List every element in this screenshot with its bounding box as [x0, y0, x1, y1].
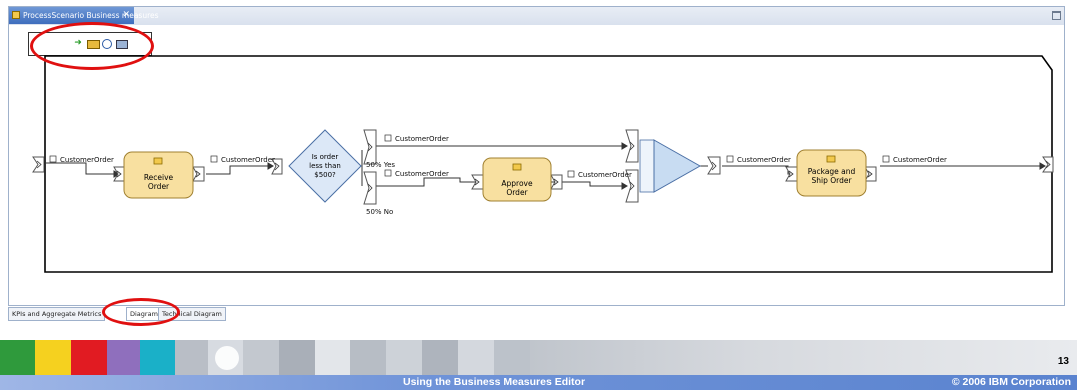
port-chevrons	[36, 141, 1051, 193]
editor-tab[interactable]: ProcessScenario Business measures ✕	[9, 7, 159, 24]
task-label: Order	[148, 182, 170, 191]
palette-highlight-ellipse	[30, 22, 154, 70]
decision-label: $500?	[314, 171, 336, 179]
task-package-and-ship-order: Package and Ship Order	[796, 149, 867, 197]
task-label: Order	[506, 188, 528, 197]
branch-no-label: 50% No	[366, 208, 393, 216]
decision-label: Is order	[312, 153, 339, 161]
page-number: 13	[1057, 356, 1069, 367]
branch-yes-label: 50% Yes	[366, 161, 395, 169]
close-icon[interactable]: ✕	[122, 10, 130, 20]
process-file-icon	[12, 11, 20, 19]
decision-order-less-than-500: Is order less than $500?	[288, 129, 362, 203]
merge-node	[639, 139, 702, 193]
data-object-label: CustomerOrder	[60, 156, 114, 164]
footer-copyright: © 2006 IBM Corporation	[951, 376, 1071, 388]
task-label: Approve	[501, 179, 533, 188]
task-label: Package and	[808, 167, 856, 176]
task-label: Receive	[144, 173, 174, 182]
diagram-tab-highlight-ellipse	[102, 298, 180, 326]
footer-title: Using the Business Measures Editor	[403, 376, 586, 388]
data-object-label: CustomerOrder	[578, 171, 632, 179]
data-object-label: CustomerOrder	[737, 156, 791, 164]
task-receive-order: Receive Order	[123, 151, 194, 199]
task-label: Ship Order	[811, 176, 852, 185]
process-diagram: Receive Order Approve Order Package and …	[32, 55, 1054, 273]
business-measures-editor: ProcessScenario Business measures ✕ ➜	[8, 6, 1065, 321]
task-approve-order: Approve Order	[482, 157, 552, 202]
editor-tab-title: ProcessScenario Business measures	[23, 11, 159, 20]
footer-strip	[0, 375, 1077, 390]
data-object-label: CustomerOrder	[395, 135, 449, 143]
data-object-label: CustomerOrder	[893, 156, 947, 164]
decision-label: less than	[309, 162, 341, 170]
data-object-labels: CustomerOrder CustomerOrder CustomerOrde…	[49, 134, 947, 216]
data-object-label: CustomerOrder	[395, 170, 449, 178]
ports	[32, 129, 1054, 205]
data-object-label: CustomerOrder	[221, 156, 275, 164]
maximize-icon[interactable]	[1052, 11, 1061, 20]
footer-color-blocks	[0, 340, 1077, 375]
tab-kpis[interactable]: KPIs and Aggregate Metrics	[8, 307, 106, 321]
